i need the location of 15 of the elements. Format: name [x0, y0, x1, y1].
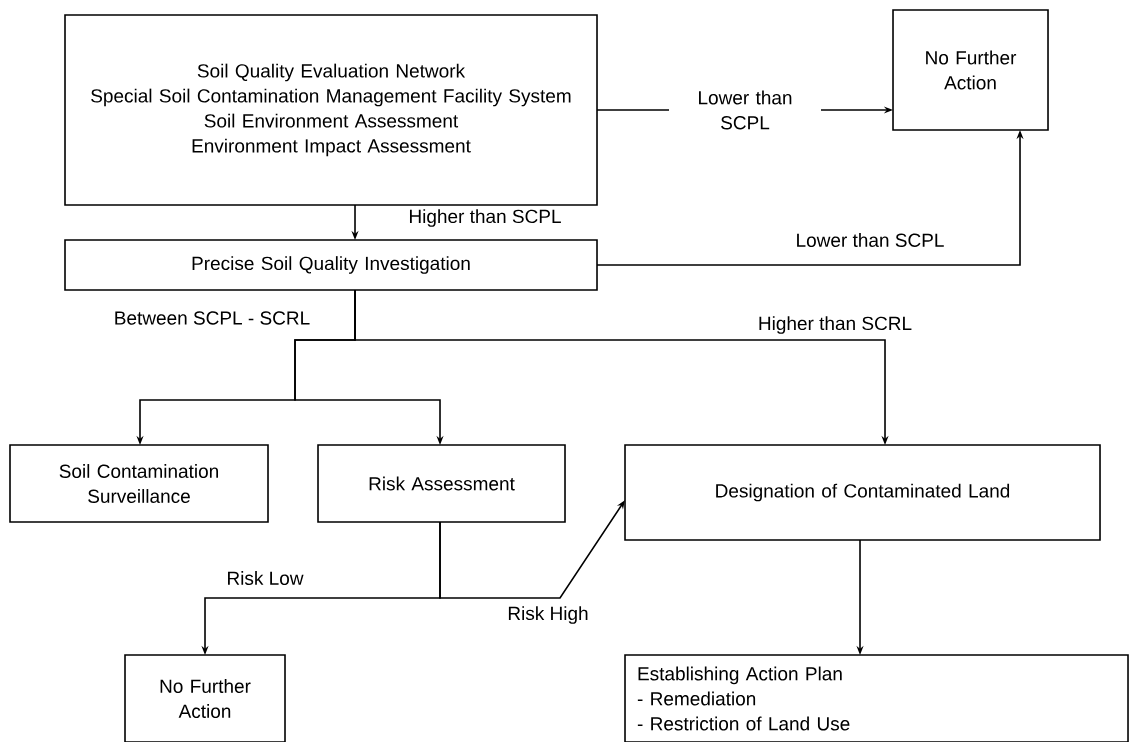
edge-label: Higher than SCRL [756, 315, 914, 335]
edge-label: Higher than SCPL [407, 208, 563, 228]
process-box: Precise Soil Quality Investigation [64, 239, 598, 291]
edge-label: Risk Low [225, 570, 305, 586]
process-box: Soil Quality Evaluation Network Special Soil Contamination Management Facility System Soil Environment Assessment Environment Impact Assessment [64, 14, 598, 206]
edge-label: Between SCPL - SCRL [112, 310, 312, 326]
edge-label: Lower than SCPL [794, 232, 946, 248]
edge-label: Risk High [506, 605, 590, 625]
process-box: Designation of Contaminated Land [624, 444, 1101, 541]
process-box: No Further Action [124, 654, 286, 742]
process-box: Establishing Action Plan - Remediation - Restriction of Land Use [624, 654, 1129, 742]
edge-label: Lower than SCPL [669, 89, 821, 131]
process-box: No Further Action [892, 9, 1049, 131]
process-box: Soil Contamination Surveillance [9, 444, 269, 523]
process-box: Risk Assessment [317, 444, 566, 523]
